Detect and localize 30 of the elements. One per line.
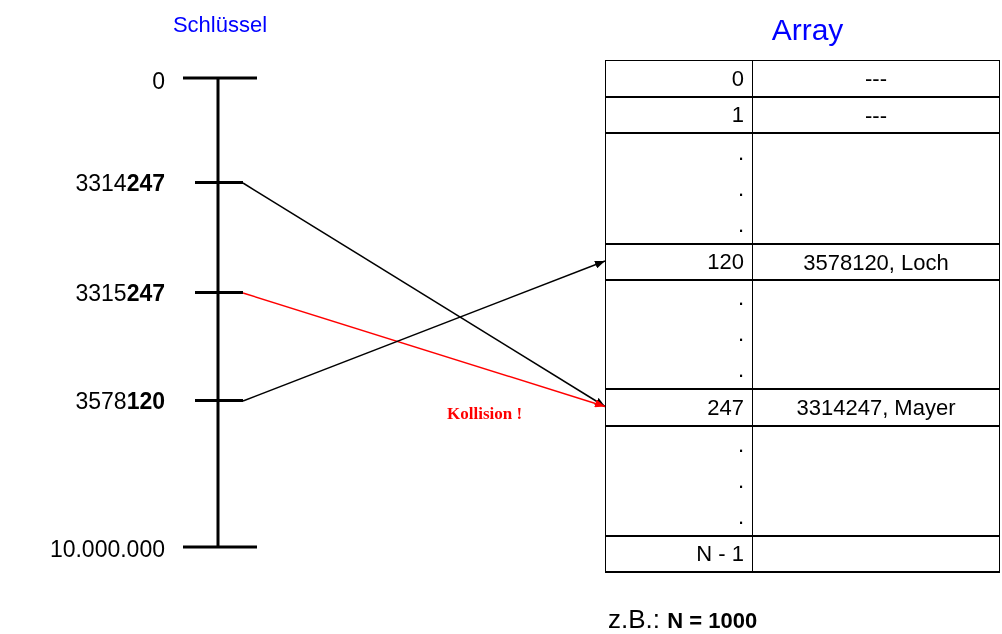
table-row <box>606 132 999 243</box>
ellipsis: . . . <box>736 431 744 531</box>
arrow <box>242 182 606 408</box>
array-heading: Array <box>770 12 845 48</box>
ellipsis: . . . <box>736 139 744 239</box>
value-cell-text: 3314247, Mayer <box>796 394 956 422</box>
table-row <box>606 425 999 535</box>
ellipsis: . . . <box>736 284 744 384</box>
index-cell-text: 1 <box>731 101 744 129</box>
value-cell-text: 3578120, Loch <box>803 248 949 277</box>
key-label: 3315247 <box>30 278 243 308</box>
value-cell-text: --- <box>865 65 887 93</box>
index-cell-text: 0 <box>731 65 744 93</box>
value-cell-text: --- <box>865 101 887 130</box>
scale-heading: Schlüssel <box>171 11 269 39</box>
note: z.B.: N = 1000 <box>608 603 758 634</box>
table-row <box>606 96 999 132</box>
scale-label: 10.000.000 <box>48 535 165 564</box>
table-row <box>606 535 999 571</box>
arrow <box>242 260 606 402</box>
index-cell-text: 120 <box>707 248 744 276</box>
key-label: 3578120 <box>30 386 243 416</box>
table-row <box>606 243 999 279</box>
scale-label: 0 <box>151 67 165 96</box>
key-label: 3314247 <box>30 168 243 198</box>
table-row <box>606 388 999 425</box>
arrow <box>242 292 606 408</box>
index-cell-text: N - 1 <box>696 540 744 568</box>
index-cell-text: 247 <box>707 394 744 422</box>
table-row <box>606 279 999 388</box>
